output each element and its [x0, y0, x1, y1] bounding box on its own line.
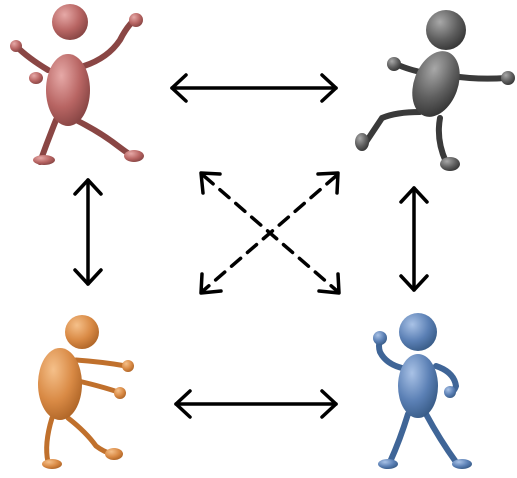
- arrow-red-orange: [73, 178, 103, 286]
- red-stick-figure: [10, 4, 144, 165]
- arrow-red-gray: [170, 73, 338, 103]
- orange-stick-figure: [38, 315, 134, 469]
- arrow-gray-blue: [399, 186, 429, 292]
- gray-stick-figure: [355, 10, 515, 171]
- arrow-orange-blue: [174, 389, 338, 419]
- arrow-gray-orange-dashed: [199, 171, 340, 295]
- blue-stick-figure: [373, 313, 472, 469]
